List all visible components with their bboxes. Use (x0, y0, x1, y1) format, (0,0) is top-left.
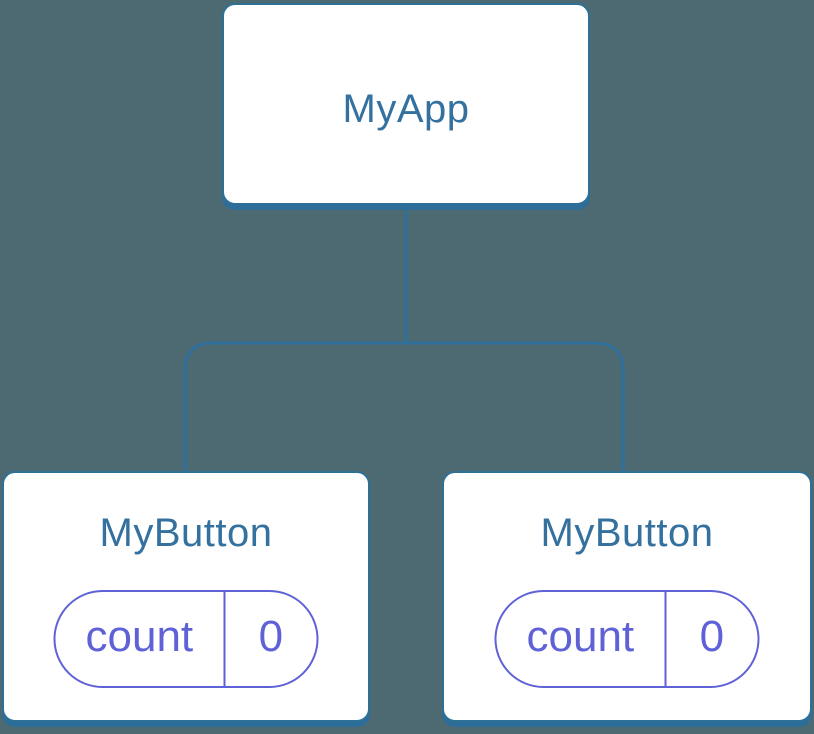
state-pill: count 0 (494, 590, 760, 688)
connector-branch-bracket (183, 341, 625, 472)
tree-node-child-2: MyButton count 0 (442, 471, 812, 722)
tree-node-child-1: MyButton count 0 (2, 471, 370, 722)
state-value: 0 (699, 612, 725, 661)
node-label: MyButton (99, 511, 273, 555)
tree-node-root: MyApp (222, 3, 590, 205)
node-label: MyApp (342, 86, 470, 131)
state-key: count (497, 592, 667, 686)
node-label: MyButton (540, 511, 714, 555)
state-key: count (56, 592, 226, 686)
state-value: 0 (258, 612, 284, 661)
state-pill: count 0 (53, 590, 319, 688)
